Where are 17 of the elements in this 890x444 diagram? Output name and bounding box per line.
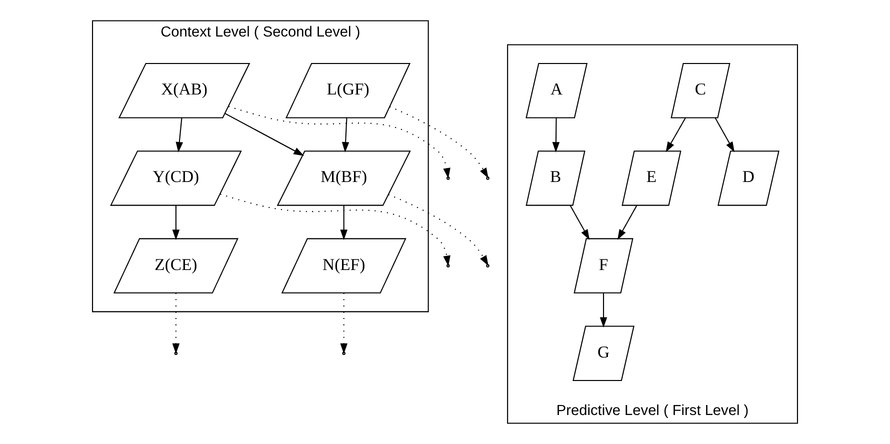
arrow [228,106,450,179]
arrow [342,118,350,152]
arrow [224,112,304,156]
arrow [570,205,590,240]
arrow [176,118,183,152]
arrow [388,194,488,266]
arrow [340,292,348,354]
arrow [340,205,348,240]
arrow [600,292,608,328]
arrow [172,292,180,354]
arrow [666,118,686,152]
arrow [389,106,488,178]
arrow [714,118,735,152]
arrow [617,205,638,240]
arrow [552,118,560,152]
arrow [220,194,450,266]
arrow [172,205,180,240]
